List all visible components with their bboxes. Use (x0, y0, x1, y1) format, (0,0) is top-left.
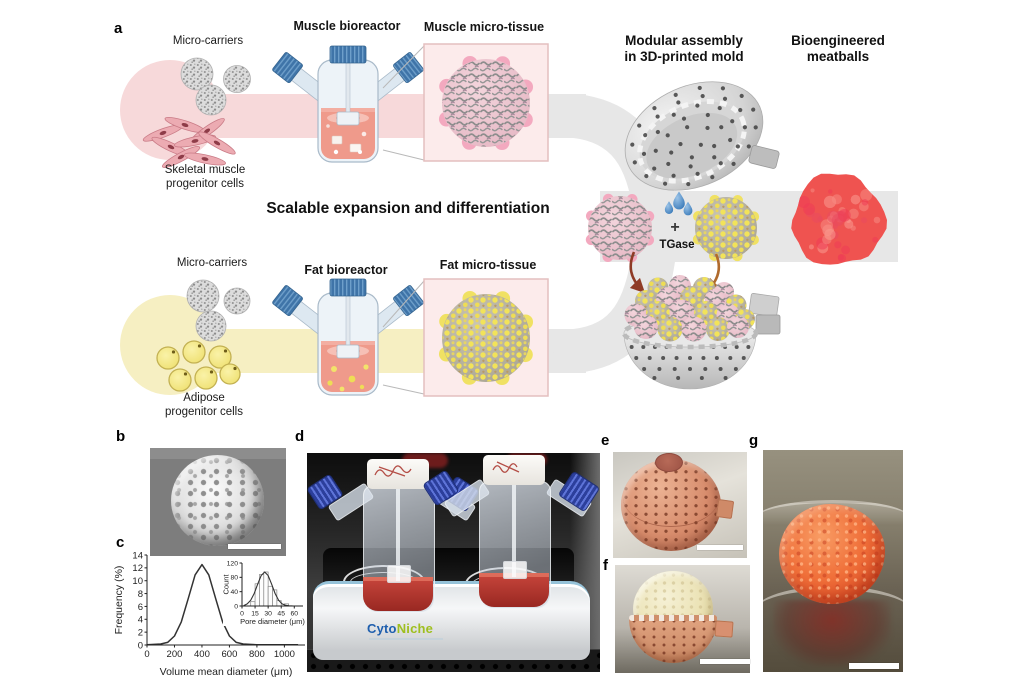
svg-text:40: 40 (230, 589, 238, 596)
brand-logo: CytoNiche (367, 621, 444, 640)
3d-printed-mold-illustration (624, 81, 780, 191)
scale-bar (228, 544, 281, 549)
panel-g-cooked-meatball-photo (763, 450, 903, 672)
scale-bar (697, 545, 743, 550)
zoom-line (382, 149, 425, 161)
impeller-shaft (512, 485, 516, 577)
svg-text:Pore diameter (μm): Pore diameter (μm) (240, 617, 305, 626)
impeller-paddle (503, 561, 527, 579)
panel-label-b: b (116, 428, 126, 445)
label-tgase: TGase (659, 239, 695, 251)
panel-label-g: g (749, 432, 759, 449)
svg-text:0: 0 (144, 649, 149, 660)
panel-label-e: e (601, 432, 610, 449)
panel-label-c: c (116, 534, 125, 551)
svg-text:80: 80 (230, 575, 238, 582)
mold-rim-stripes (629, 615, 717, 621)
filled-mold-illustration (621, 275, 781, 390)
svg-text:4: 4 (138, 615, 143, 626)
svg-text:60: 60 (291, 610, 299, 617)
fat-micro-tissue-illustration (438, 290, 534, 386)
svg-text:15: 15 (251, 610, 259, 617)
svg-text:0: 0 (138, 640, 143, 651)
label-scalable-expansion: Scalable expansion and differentiation (266, 200, 550, 217)
muscle-tissue-ball-small (585, 193, 655, 263)
svg-text:120: 120 (227, 560, 239, 567)
svg-text:10: 10 (132, 576, 143, 587)
panel-label-d: d (295, 428, 305, 445)
spinner-flask-left (307, 459, 480, 629)
label-modular-assembly: Modular assembly in 3D-printed mold (624, 33, 744, 65)
panel-b-sem-micrograph (150, 448, 286, 556)
svg-text:30: 30 (264, 610, 272, 617)
label-fat-bioreactor: Fat bioreactor (304, 263, 388, 277)
mold-seam-line (623, 468, 719, 527)
svg-text:0: 0 (234, 603, 238, 610)
label-muscle-bioreactor: Muscle bioreactor (293, 19, 401, 33)
panel-label-f: f (603, 557, 608, 574)
label-micro-carriers-bottom: Micro-carriers (176, 257, 248, 269)
svg-text:14: 14 (132, 550, 143, 561)
adipose-cells-illustration (156, 340, 241, 392)
plus-sign: + (670, 219, 680, 236)
mold-tab (715, 498, 735, 520)
svg-text:200: 200 (167, 649, 183, 660)
mold-top-opening (655, 453, 683, 472)
zoom-line (382, 280, 425, 328)
label-fat-micro-tissue: Fat micro-tissue (439, 258, 537, 272)
svg-text:12: 12 (132, 563, 143, 574)
label-bioengineered-meatballs: Bioengineered meatballs (791, 33, 885, 65)
svg-text:45: 45 (277, 610, 285, 617)
panel-a-schematic (120, 43, 898, 397)
panel-d-bioreactor-photo: CytoNiche (307, 453, 600, 672)
zoom-line (382, 384, 425, 395)
fat-tissue-ball-small (692, 194, 760, 262)
svg-text:800: 800 (249, 649, 265, 660)
svg-text:2: 2 (138, 627, 143, 638)
muscle-micro-tissue-illustration (438, 55, 534, 151)
micro-carriers-illustration-top (180, 57, 251, 116)
flask-top-cap (483, 455, 545, 485)
sem-background-band (150, 448, 286, 459)
brand-niche: Niche (396, 621, 434, 636)
cap-marker-scribble (492, 461, 520, 473)
svg-text:6: 6 (138, 602, 143, 613)
svg-text:Frequency (%): Frequency (%) (113, 566, 125, 635)
svg-text:600: 600 (222, 649, 238, 660)
panel-f-open-mold-photo (615, 565, 750, 673)
svg-text:1000: 1000 (274, 649, 295, 660)
svg-text:Count: Count (223, 574, 231, 595)
label-micro-carriers-top: Micro-carriers (172, 35, 244, 47)
brand-cyto: Cyto (367, 621, 397, 636)
label-skeletal-cells: Skeletal muscle progenitor cells (164, 164, 246, 191)
scale-bar (700, 659, 750, 664)
fat-bioreactor-illustration (272, 278, 424, 396)
impeller-paddle (387, 565, 411, 583)
meatball-illustration (791, 173, 887, 265)
mold-half-bowl (629, 617, 717, 663)
flask-top-cap (367, 459, 429, 489)
zoom-line (382, 45, 425, 89)
scale-bar (849, 663, 899, 669)
spinner-flask-right (422, 455, 600, 625)
micro-carriers-illustration-bottom (186, 279, 251, 342)
porous-microcarrier-sphere (171, 455, 264, 546)
skeletal-muscle-cells-illustration (142, 116, 236, 168)
mold-tab (714, 620, 734, 638)
impeller-shaft (396, 489, 400, 581)
cap-marker-scribble (374, 465, 412, 477)
panel-label-a: a (114, 20, 123, 37)
svg-text:0: 0 (240, 610, 244, 617)
svg-text:Volume mean diameter (μm): Volume mean diameter (μm) (160, 666, 293, 677)
label-adipose-cells: Adipose progenitor cells (165, 392, 243, 419)
label-muscle-micro-tissue: Muscle micro-tissue (423, 20, 545, 34)
svg-text:8: 8 (138, 589, 143, 600)
cooked-meatball (779, 504, 885, 604)
panel-e-closed-mold-photo (613, 452, 747, 558)
svg-text:400: 400 (194, 649, 210, 660)
